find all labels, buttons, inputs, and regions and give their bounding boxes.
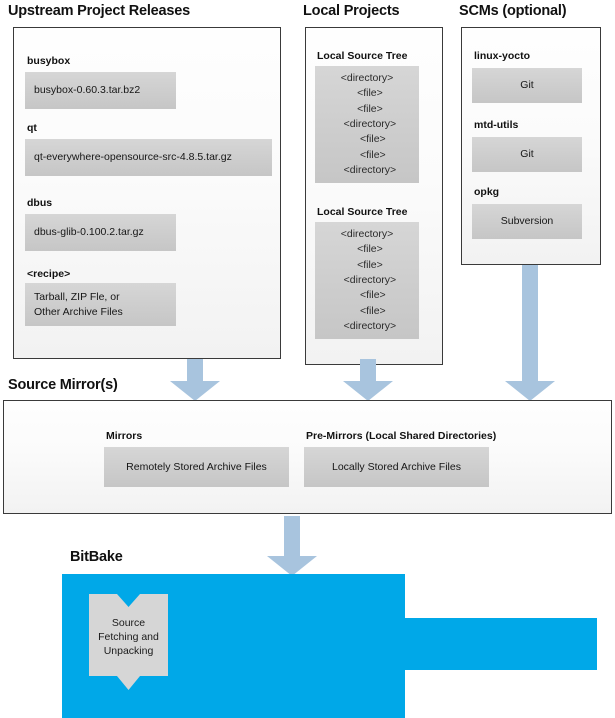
mirrors-label: Mirrors (106, 430, 143, 442)
local-source-tree-1: <directory> <file> <file> <directory> <f… (315, 66, 419, 183)
task-label-line-1: Source (111, 617, 146, 629)
tree-2-line-6: <file> (348, 304, 386, 317)
task-label-line-3: Unpacking (103, 645, 154, 658)
upstream-item-value-dbus: dbus-glib-0.100.2.tar.gz (25, 214, 176, 251)
tree-1-line-1: <directory> (340, 71, 394, 84)
local-source-tree-2: <directory> <file> <file> <directory> <f… (315, 222, 419, 339)
tree-1-line-7: <directory> (337, 163, 397, 176)
mirrors-value: Remotely Stored Archive Files (104, 447, 289, 487)
tree-1-line-6: <file> (348, 148, 386, 161)
heading-upstream-project-releases: Upstream Project Releases (8, 3, 190, 19)
scm-item-value-opkg: Subversion (472, 204, 582, 239)
tree-2-line-4: <directory> (337, 273, 397, 286)
scm-item-value-linux-yocto: Git (472, 68, 582, 103)
tree-2-line-7: <directory> (337, 319, 397, 332)
upstream-item-label-busybox: busybox (27, 55, 71, 67)
upstream-item-value-busybox: busybox-0.60.3.tar.bz2 (25, 72, 176, 109)
arrow-local-projects-to-source-mirrors (343, 359, 393, 401)
upstream-item-label-dbus: dbus (27, 197, 53, 209)
task-label: Source Fetching and Unpacking (89, 616, 168, 659)
tree-1-line-4: <directory> (337, 117, 397, 130)
heading-scms: SCMs (optional) (459, 3, 567, 19)
pre-mirrors-value: Locally Stored Archive Files (304, 447, 489, 487)
tree-1-line-2: <file> (351, 87, 383, 100)
heading-source-mirrors: Source Mirror(s) (8, 377, 118, 393)
upstream-item-label-recipe: <recipe> (27, 268, 71, 280)
tree-2-line-5: <file> (348, 289, 386, 302)
upstream-item-value-qt: qt-everywhere-opensource-src-4.8.5.tar.g… (25, 139, 272, 176)
heading-bitbake: BitBake (70, 549, 123, 565)
arrow-scms-to-source-mirrors (505, 265, 555, 401)
scm-item-label-linux-yocto: linux-yocto (474, 50, 531, 62)
upstream-item-label-qt: qt (27, 122, 37, 134)
recipe-value-line-2: Other Archive Files (34, 305, 123, 318)
arrow-source-mirrors-to-bitbake (267, 516, 317, 576)
pre-mirrors-label: Pre-Mirrors (Local Shared Directories) (306, 430, 497, 442)
scm-item-label-opkg: opkg (474, 186, 500, 198)
bitbake-process-shape (62, 574, 597, 718)
scm-item-value-mtd-utils: Git (472, 137, 582, 172)
upstream-item-value-recipe: Tarball, ZIP Fle, or Other Archive Files (25, 283, 176, 326)
local-tree-label-1: Local Source Tree (317, 50, 408, 62)
local-tree-label-2: Local Source Tree (317, 206, 408, 218)
task-source-fetching-and-unpacking: Source Fetching and Unpacking (89, 594, 168, 690)
arrow-upstream-to-source-mirrors (170, 359, 220, 401)
tree-2-line-2: <file> (351, 243, 383, 256)
recipe-value-line-1: Tarball, ZIP Fle, or (34, 291, 120, 304)
task-label-line-2: Fetching and (98, 631, 159, 644)
tree-1-line-3: <file> (351, 102, 383, 115)
scm-item-label-mtd-utils: mtd-utils (474, 119, 519, 131)
tree-2-line-1: <directory> (340, 227, 394, 240)
heading-local-projects: Local Projects (303, 3, 400, 19)
tree-1-line-5: <file> (348, 133, 386, 146)
tree-2-line-3: <file> (351, 258, 383, 271)
